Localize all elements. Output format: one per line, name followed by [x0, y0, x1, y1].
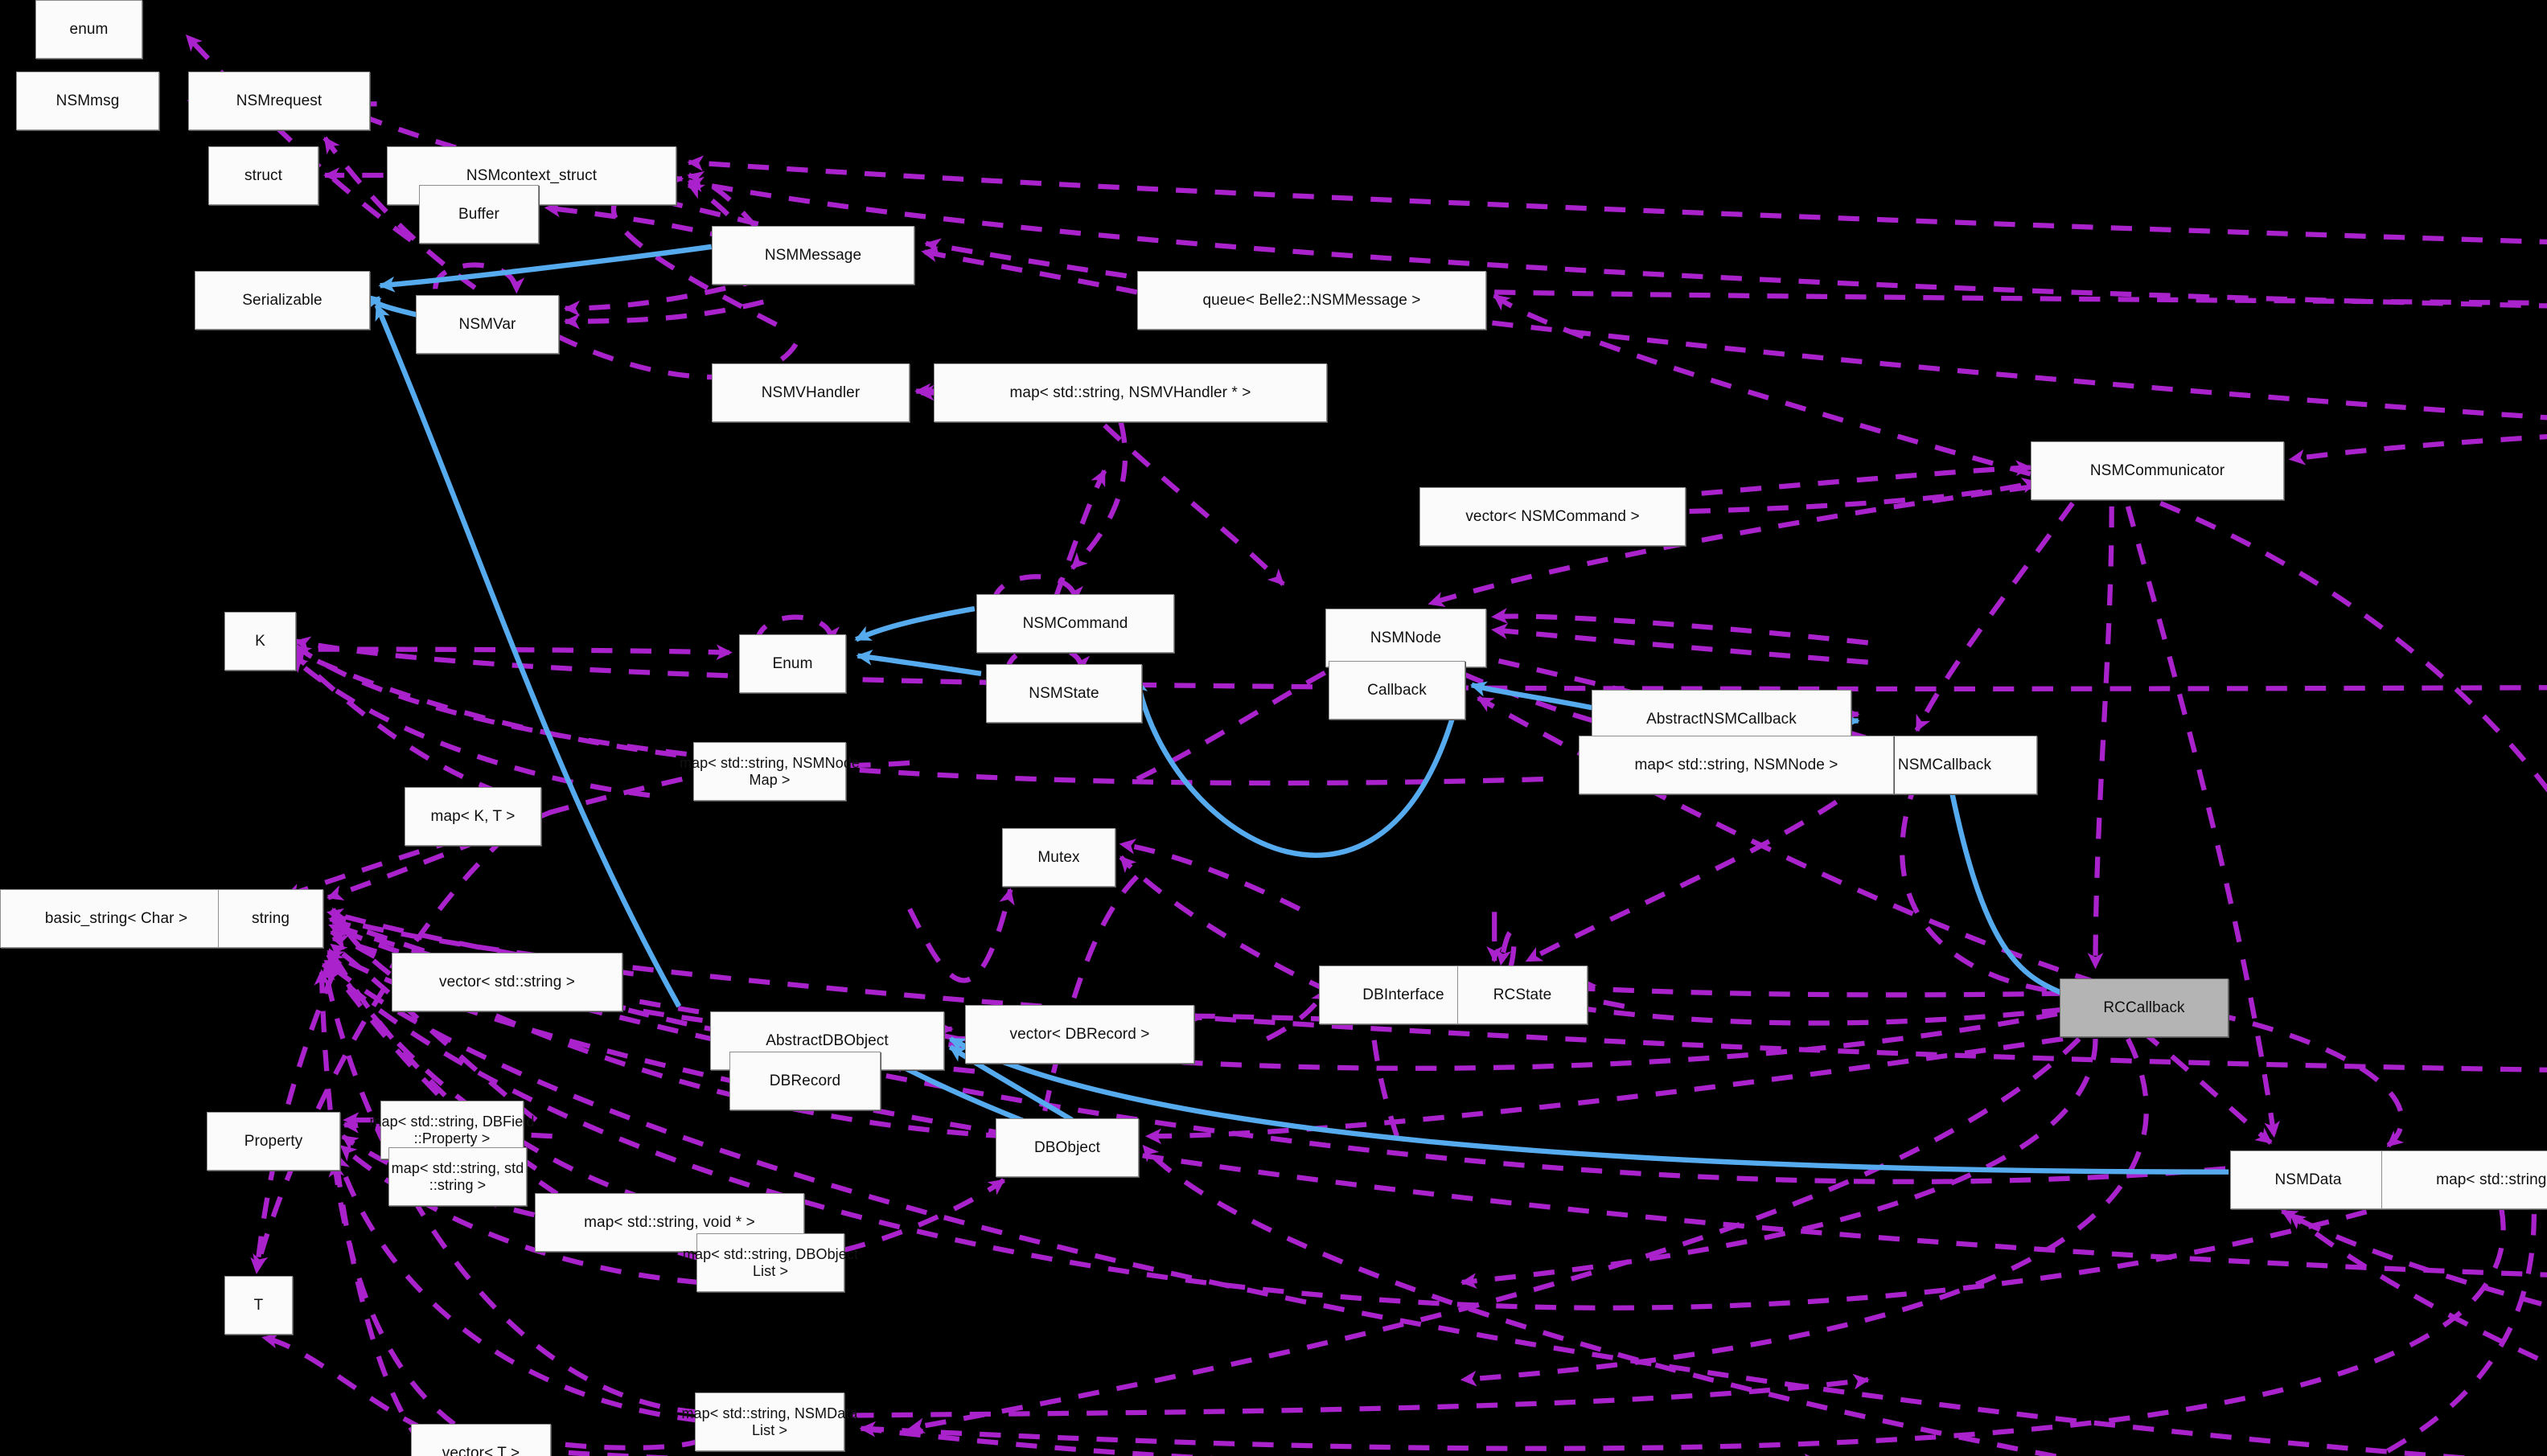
node-nsmvhandler[interactable]: NSMVHandler	[712, 363, 910, 422]
node-rcstate[interactable]: RCState	[1457, 966, 1588, 1024]
node-map-k-t[interactable]: map< K, T >	[405, 787, 541, 846]
node-map-dbobject-list[interactable]: map< std::string, DBObject List >	[683, 1233, 858, 1292]
node-rccallback[interactable]: RCCallback	[2060, 978, 2229, 1037]
node-queue-nsmmessage[interactable]: queue< Belle2::NSMMessage >	[1137, 271, 1486, 330]
node-serializable[interactable]: Serializable	[195, 271, 370, 330]
node-string[interactable]: string	[218, 889, 323, 948]
node-nsmcommunicator[interactable]: NSMCommunicator	[2031, 441, 2284, 500]
node-property[interactable]: Property	[207, 1112, 340, 1171]
node-map-nsmnode[interactable]: map< std::string, NSMNode >	[1579, 736, 1894, 794]
node-dbrecord[interactable]: DBRecord	[729, 1052, 881, 1110]
node-t[interactable]: T	[224, 1276, 293, 1335]
node-k[interactable]: K	[224, 612, 296, 671]
node-nsmdata[interactable]: NSMData	[2230, 1150, 2386, 1209]
node-nsmnode[interactable]: NSMNode	[1325, 609, 1486, 667]
node-enum-template[interactable]: Enum	[739, 634, 846, 693]
node-vector-nsmcommand[interactable]: vector< NSMCommand >	[1419, 487, 1686, 546]
node-nsmmsg[interactable]: NSMmsg	[16, 72, 159, 130]
node-nsmstate[interactable]: NSMState	[986, 664, 1142, 723]
node-nsmmessage[interactable]: NSMMessage	[712, 226, 914, 285]
node-map-nsmdata-list[interactable]: map< std::string, NSMData List >	[681, 1392, 857, 1451]
node-dbobject[interactable]: DBObject	[996, 1118, 1139, 1177]
node-vector-t[interactable]: vector< T >	[411, 1424, 551, 1456]
node-vector-string[interactable]: vector< std::string >	[392, 953, 622, 1011]
node-map-nsmdata[interactable]: map< std::string, NSMData >	[2381, 1150, 2547, 1209]
node-map-nsmnode-map[interactable]: map< std::string, NSMNode Map >	[680, 742, 860, 801]
node-basic-string[interactable]: basic_string< Char >	[0, 889, 232, 948]
node-nsmvar[interactable]: NSMVar	[416, 295, 559, 354]
node-buffer[interactable]: Buffer	[419, 185, 539, 244]
node-nsmrequest[interactable]: NSMrequest	[188, 72, 370, 130]
node-map-string-string[interactable]: map< std::string, std ::string >	[388, 1147, 527, 1206]
node-nsmcommand[interactable]: NSMCommand	[976, 594, 1174, 653]
node-struct[interactable]: struct	[208, 146, 318, 205]
node-mutex[interactable]: Mutex	[1002, 828, 1115, 887]
node-map-nsmvhandler[interactable]: map< std::string, NSMVHandler * >	[934, 363, 1327, 422]
node-enum[interactable]: enum	[35, 0, 142, 59]
node-callback[interactable]: Callback	[1329, 661, 1465, 720]
node-vector-dbrecord[interactable]: vector< DBRecord >	[965, 1005, 1194, 1064]
